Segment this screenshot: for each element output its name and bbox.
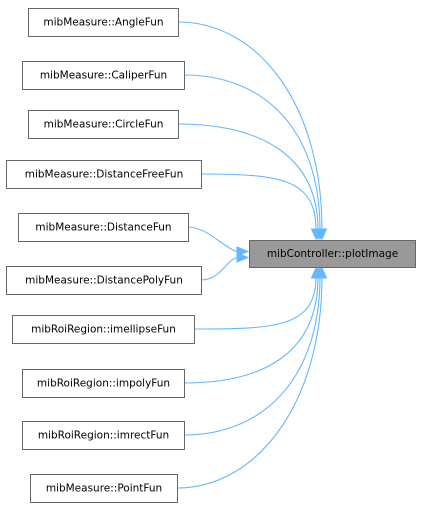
node-box — [28, 110, 179, 139]
caller-node-distancefree[interactable]: mibMeasure::DistanceFreeFun — [6, 160, 202, 189]
edge-imellipse-to-target — [193, 276, 317, 330]
target-node-plot-image[interactable]: mibController::plotImage — [249, 240, 416, 268]
edge-distancepoly-to-target — [200, 256, 239, 281]
node-label: mibRoiRegion::imrectFun — [38, 430, 169, 442]
edge-angle-to-target — [177, 21, 323, 231]
node-box — [6, 266, 202, 295]
node-label: mibMeasure::DistanceFreeFun — [25, 169, 183, 181]
node-box — [22, 61, 185, 90]
edges-layer — [176, 21, 328, 489]
edge-impoly-to-target — [183, 276, 319, 384]
caller-node-imrect[interactable]: mibRoiRegion::imrectFun — [22, 421, 185, 450]
node-label: mibRoiRegion::impolyFun — [37, 378, 170, 390]
node-box — [18, 213, 189, 242]
edge-circle-to-target — [177, 123, 319, 231]
edge-point-to-target — [176, 276, 323, 489]
caller-node-imellipse[interactable]: mibRoiRegion::imellipseFun — [12, 315, 195, 344]
node-label: mibMeasure::AngleFun — [43, 17, 163, 29]
node-box — [30, 474, 178, 503]
caller-node-impoly[interactable]: mibRoiRegion::impolyFun — [22, 369, 185, 398]
edge-distancefree-to-target — [200, 173, 317, 231]
target-node-label: mibController::plotImage — [267, 248, 398, 260]
node-box — [22, 421, 185, 450]
edge-imrect-to-target — [183, 276, 321, 436]
node-label: mibMeasure::PointFun — [46, 483, 162, 495]
arrowhead-distancepoly — [236, 252, 250, 263]
arrowhead-point — [316, 266, 328, 279]
node-label: mibMeasure::DistancePolyFun — [25, 275, 183, 287]
node-label: mibMeasure::DistanceFun — [35, 222, 171, 234]
node-label: mibRoiRegion::imellipseFun — [31, 324, 176, 336]
node-box — [12, 315, 195, 344]
caller-node-point[interactable]: mibMeasure::PointFun — [30, 474, 178, 503]
caller-node-circle[interactable]: mibMeasure::CircleFun — [28, 110, 179, 139]
node-box — [28, 8, 179, 37]
caller-node-angle[interactable]: mibMeasure::AngleFun — [28, 8, 179, 37]
node-box — [6, 160, 202, 189]
caller-node-distance[interactable]: mibMeasure::DistanceFun — [18, 213, 189, 242]
caller-node-distancepoly[interactable]: mibMeasure::DistancePolyFun — [6, 266, 202, 295]
edge-distance-to-target — [187, 226, 239, 253]
nodes-layer: mibMeasure::AngleFunmibMeasure::CaliperF… — [6, 8, 416, 503]
node-label: mibMeasure::CircleFun — [44, 119, 164, 131]
node-box — [22, 369, 185, 398]
node-label: mibMeasure::CaliperFun — [40, 70, 167, 82]
target-node-box — [249, 240, 416, 268]
caller-node-caliper[interactable]: mibMeasure::CaliperFun — [22, 61, 185, 90]
arrowhead-distancefree — [310, 228, 322, 241]
edge-caliper-to-target — [183, 74, 321, 231]
